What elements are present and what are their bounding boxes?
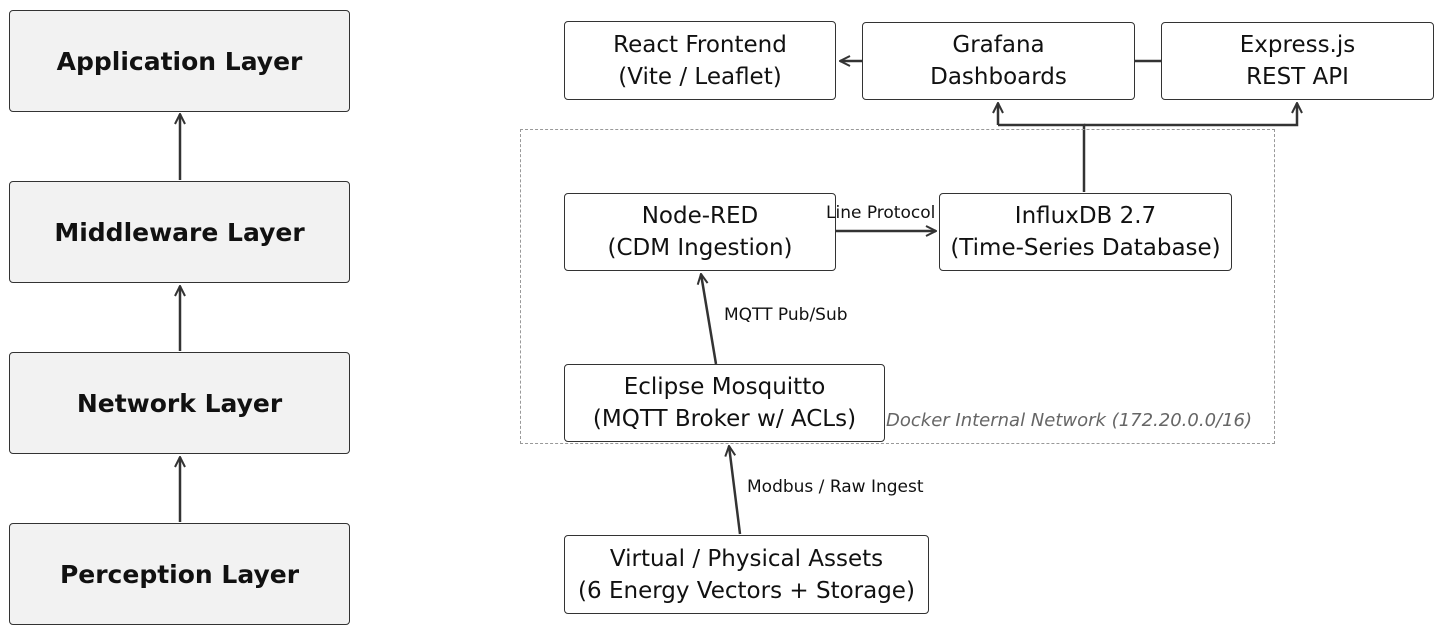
network-layer: Network Layer [9,352,350,454]
assets-node: Virtual / Physical Assets (6 Energy Vect… [564,535,929,614]
grafana-title: Grafana [952,32,1045,58]
docker-network-boundary [520,129,1275,444]
nodered-node: Node-RED (CDM Ingestion) [564,193,836,271]
mosquitto-title: Eclipse Mosquitto [623,374,826,400]
perception-layer: Perception Layer [9,523,350,625]
influxdb-subtitle: (Time-Series Database) [950,235,1221,261]
assets-title: Virtual / Physical Assets [609,545,884,572]
express-api-title: Express.js [1239,32,1356,58]
perception-layer-label: Perception Layer [59,559,300,589]
nodered-title: Node-RED [641,203,759,229]
influxdb-node: InfluxDB 2.7 (Time-Series Database) [939,193,1232,271]
middleware-layer: Middleware Layer [9,181,350,283]
react-frontend-subtitle: (Vite / Leaflet) [618,63,782,90]
mosquitto-subtitle: (MQTT Broker w/ ACLs) [592,406,857,432]
express-api-subtitle: REST API [1246,64,1349,90]
assets-subtitle: (6 Energy Vectors + Storage) [578,577,915,604]
express-api-node: Express.js REST API [1161,22,1434,100]
mosquitto-node: Eclipse Mosquitto (MQTT Broker w/ ACLs) [564,364,885,442]
arrow-assets-to-mosquitto [729,446,742,535]
line-protocol-label: Line Protocol [826,203,936,223]
grafana-node: Grafana Dashboards [862,22,1135,100]
modbus-ingest-label: Modbus / Raw Ingest [747,477,924,497]
react-frontend-node: React Frontend (Vite / Leaflet) [564,21,836,100]
influxdb-title: InfluxDB 2.7 [1014,203,1157,229]
mqtt-pubsub-label: MQTT Pub/Sub [724,305,848,325]
docker-network-label: Docker Internal Network (172.20.0.0/16) [886,410,1253,431]
application-layer-label: Application Layer [56,46,303,76]
nodered-subtitle: (CDM Ingestion) [607,235,793,261]
application-layer: Application Layer [9,10,350,112]
arrow-mosquitto-to-nodered [701,274,718,365]
network-layer-label: Network Layer [76,388,283,418]
grafana-subtitle: Dashboards [930,64,1067,90]
middleware-layer-label: Middleware Layer [54,217,305,247]
arrow-influx-to-express [1084,103,1297,127]
react-frontend-title: React Frontend [613,31,787,58]
